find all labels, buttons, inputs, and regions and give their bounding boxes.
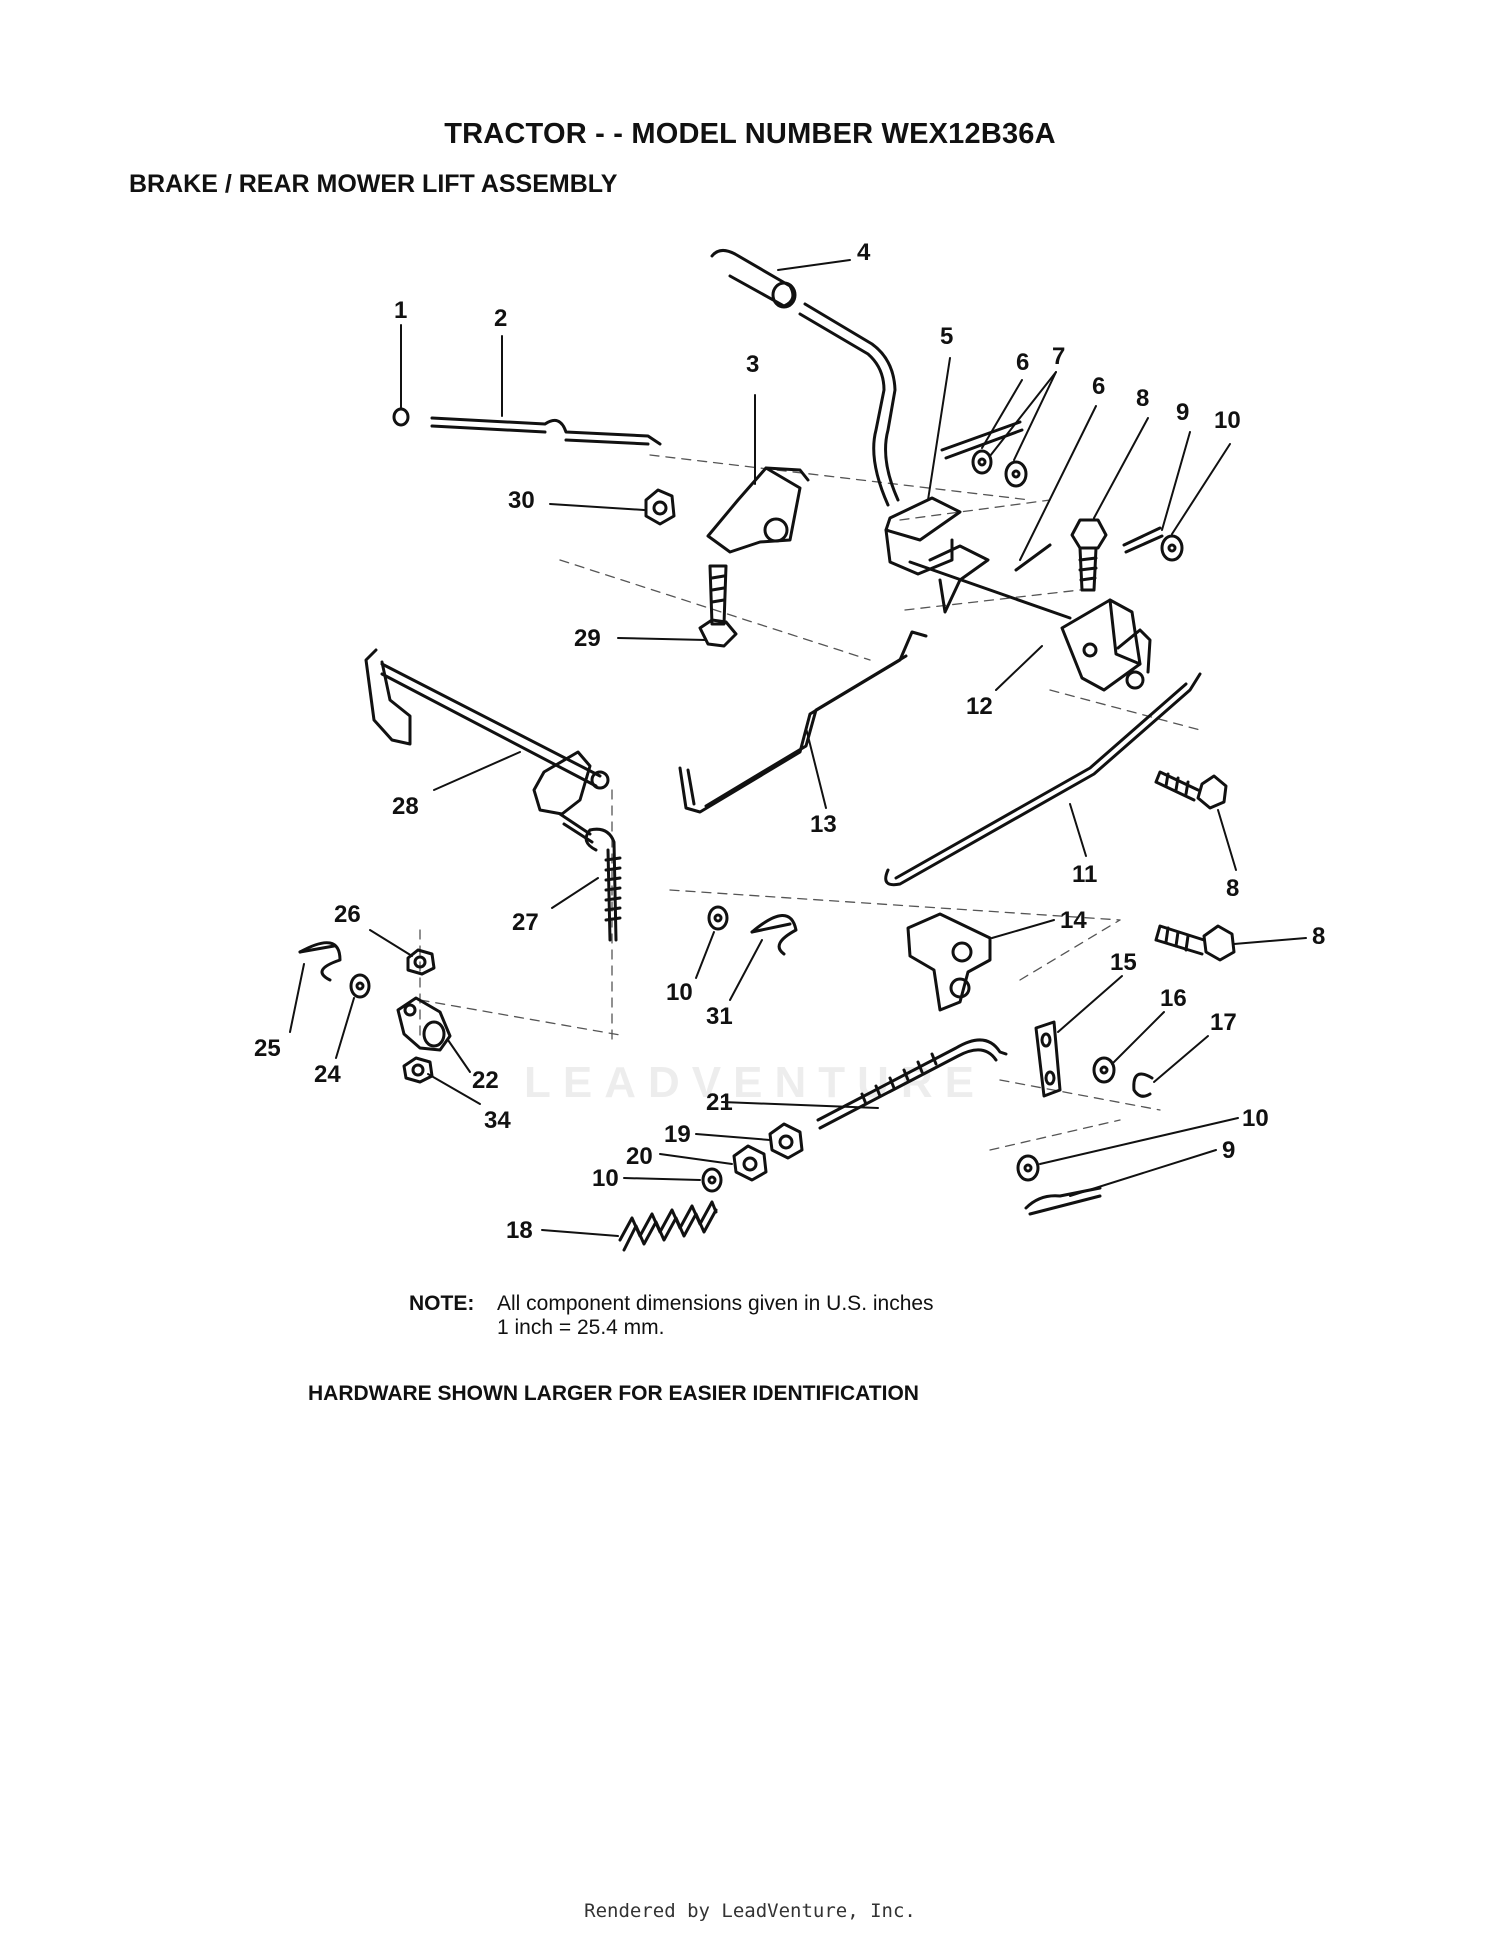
callout-31: 31 bbox=[706, 1003, 733, 1030]
hardware-note: HARDWARE SHOWN LARGER FOR EASIER IDENTIF… bbox=[308, 1382, 919, 1405]
callout-8: 8 bbox=[1136, 385, 1149, 412]
part-10-washer-right bbox=[1016, 1154, 1040, 1182]
part-3-bracket bbox=[706, 466, 810, 554]
page-title: TRACTOR - - MODEL NUMBER WEX12B36A bbox=[444, 118, 1056, 150]
callout-22: 22 bbox=[472, 1067, 499, 1094]
part-26-nut bbox=[406, 948, 436, 976]
callout-9b: 9 bbox=[1222, 1137, 1235, 1164]
assembly-subtitle: BRAKE / REAR MOWER LIFT ASSEMBLY bbox=[129, 170, 618, 198]
note-line-1: All component dimensions given in U.S. i… bbox=[497, 1292, 934, 1315]
note-line-2: 1 inch = 25.4 mm. bbox=[497, 1316, 665, 1339]
callout-10c: 10 bbox=[1242, 1105, 1269, 1132]
callout-18: 18 bbox=[506, 1217, 533, 1244]
callout-25: 25 bbox=[254, 1035, 281, 1062]
callout-17: 17 bbox=[1210, 1009, 1237, 1036]
part-4-grip bbox=[710, 249, 797, 309]
part-11-brake-rod bbox=[884, 672, 1202, 887]
callout-9: 9 bbox=[1176, 399, 1189, 426]
callout-3: 3 bbox=[746, 351, 759, 378]
part-29-bolt bbox=[698, 564, 738, 648]
part-16-washer bbox=[1092, 1056, 1116, 1084]
callout-8b: 8 bbox=[1226, 875, 1239, 902]
part-12-shaft-bracket bbox=[1060, 598, 1152, 692]
callout-10d: 10 bbox=[592, 1165, 619, 1192]
callout-29: 29 bbox=[574, 625, 601, 652]
callout-6b: 6 bbox=[1092, 373, 1105, 400]
callout-26: 26 bbox=[334, 901, 361, 928]
part-9-cotter-pin-right bbox=[1024, 1186, 1102, 1216]
part-15-link-plate bbox=[1034, 1020, 1062, 1098]
part-10-washer-top bbox=[1160, 534, 1184, 562]
part-27-hook-bolt bbox=[584, 827, 622, 942]
part-34-nut bbox=[402, 1056, 434, 1084]
callout-34: 34 bbox=[484, 1107, 511, 1134]
dimension-note: NOTE: All component dimensions given in U… bbox=[409, 1292, 934, 1340]
part-9-cotter-pin-top bbox=[1122, 526, 1164, 554]
callout-27: 27 bbox=[512, 909, 539, 936]
note-label: NOTE: bbox=[409, 1292, 475, 1315]
callout-5: 5 bbox=[940, 323, 953, 350]
part-30-nut bbox=[644, 488, 676, 526]
callout-14: 14 bbox=[1060, 907, 1087, 934]
part-8-bolt-low bbox=[1154, 924, 1236, 962]
part-2-rod bbox=[430, 416, 662, 446]
callout-8c: 8 bbox=[1312, 923, 1325, 950]
part-8-bolt-top bbox=[1070, 518, 1108, 592]
part-10-washer-low bbox=[701, 1167, 723, 1193]
leader-lines bbox=[289, 259, 1307, 1237]
callout-20: 20 bbox=[626, 1143, 653, 1170]
part-5-lift-handle bbox=[798, 302, 1072, 620]
callout-2: 2 bbox=[494, 305, 507, 332]
callout-28: 28 bbox=[392, 793, 419, 820]
callout-12: 12 bbox=[966, 693, 993, 720]
callout-10b: 10 bbox=[666, 979, 693, 1006]
callout-7: 7 bbox=[1052, 343, 1065, 370]
part-8-bolt-mid bbox=[1154, 770, 1228, 810]
part-31-hairpin bbox=[750, 914, 798, 956]
part-13-lift-rod bbox=[678, 630, 928, 814]
part-22-block bbox=[396, 996, 452, 1052]
part-25-hairpin bbox=[298, 941, 342, 982]
part-1-pin bbox=[392, 407, 410, 427]
callout-24: 24 bbox=[314, 1061, 341, 1088]
part-18-spring bbox=[618, 1200, 718, 1252]
callout-4: 4 bbox=[857, 239, 871, 266]
footer-credit: Rendered by LeadVenture, Inc. bbox=[584, 1900, 916, 1922]
part-24-washer bbox=[349, 973, 371, 999]
part-20-nut bbox=[732, 1144, 768, 1182]
part-17-e-clip bbox=[1132, 1072, 1154, 1098]
watermark-text: LEADVENTURE bbox=[523, 1058, 987, 1107]
callout-19: 19 bbox=[664, 1121, 691, 1148]
callout-21: 21 bbox=[706, 1089, 733, 1116]
part-14-bracket bbox=[906, 912, 992, 1012]
part-28-cross-shaft bbox=[364, 648, 610, 844]
callout-10: 10 bbox=[1214, 407, 1241, 434]
part-19-nut bbox=[768, 1122, 804, 1160]
callout-15: 15 bbox=[1110, 949, 1137, 976]
part-10-washer-mid bbox=[707, 905, 729, 931]
part-7-washers bbox=[971, 449, 1028, 488]
callout-16: 16 bbox=[1160, 985, 1187, 1012]
part-21-brake-rod bbox=[816, 1038, 1008, 1130]
callout-1: 1 bbox=[394, 297, 407, 324]
callout-30: 30 bbox=[508, 487, 535, 514]
guide-lines bbox=[419, 454, 1201, 1151]
callout-13: 13 bbox=[810, 811, 837, 838]
callout-11: 11 bbox=[1072, 861, 1097, 888]
callout-6: 6 bbox=[1016, 349, 1029, 376]
